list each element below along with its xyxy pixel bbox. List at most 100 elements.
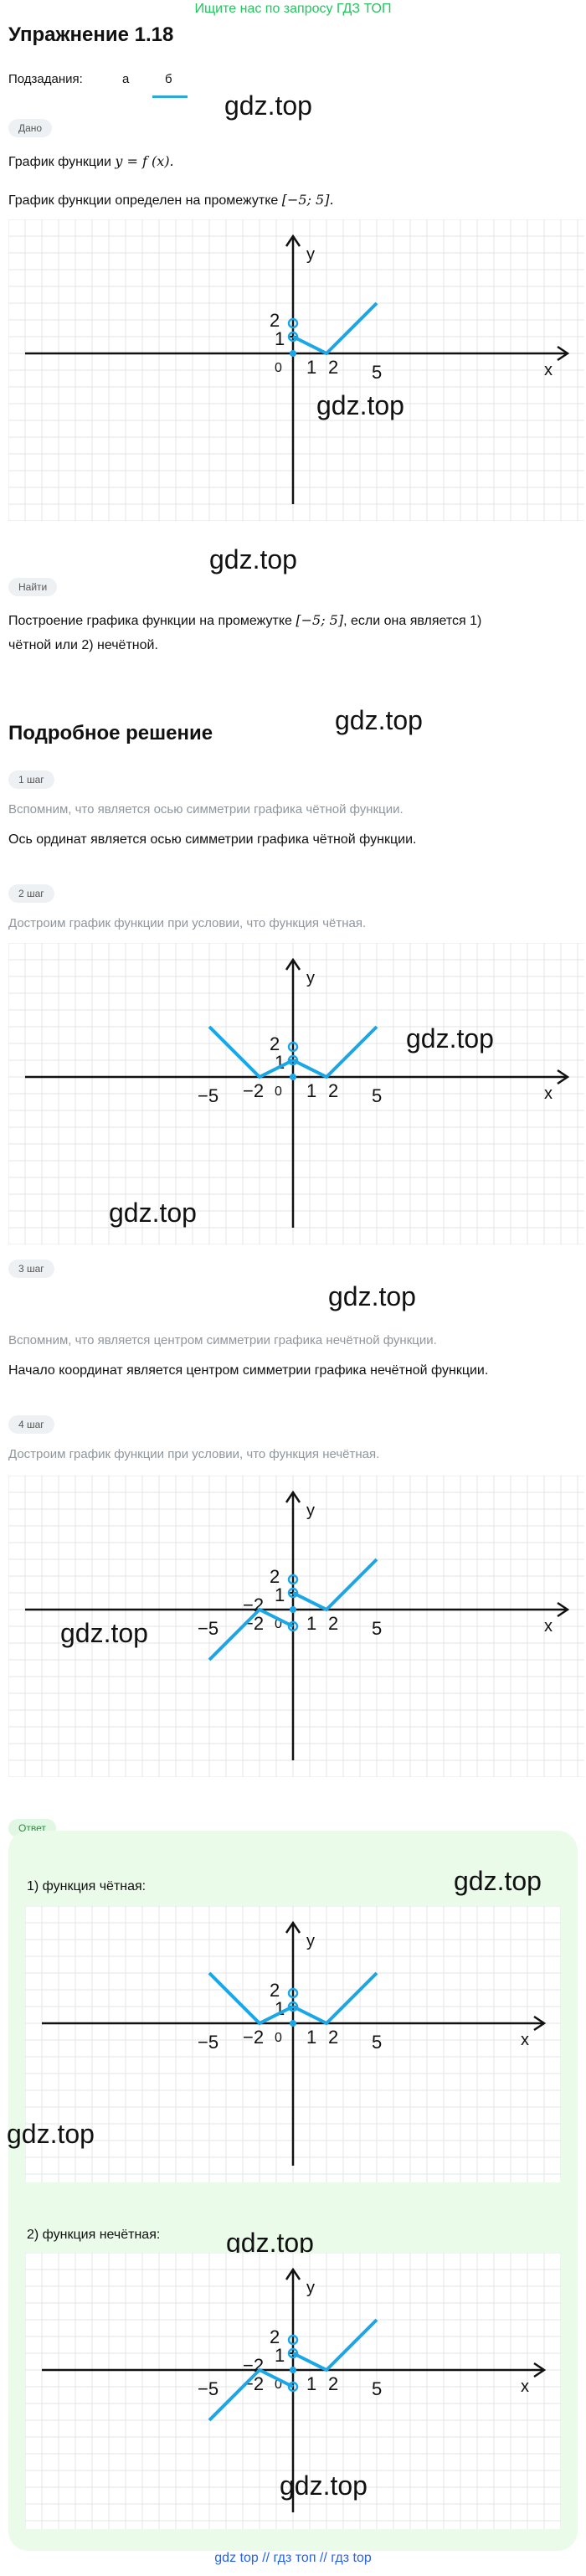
watermark: gdz.top [60, 1618, 148, 1648]
find-line-1-text: Построение графика функции на промежутке [8, 614, 296, 628]
given-line-1-text: График функции [8, 155, 116, 169]
x-axis-label: x [544, 361, 553, 379]
graph-curve [208, 1025, 294, 1079]
y-axis-label: y [306, 969, 315, 987]
origin-label: 0 [275, 361, 282, 375]
y-tick-label: −2 [243, 2355, 264, 2376]
given-line-2-math: [−5; 5]. [281, 192, 334, 208]
y-tick-label: 2 [270, 1566, 280, 1587]
watermark: gdz.top [224, 90, 312, 121]
step-4-hint: Достроим график функции при условии, что… [8, 1447, 380, 1461]
active-tab-indicator [152, 95, 188, 98]
x-tick-label: 2 [328, 1613, 338, 1634]
x-tick-label: 1 [306, 2027, 316, 2048]
origin-label: 0 [275, 1617, 282, 1631]
y-tick-label: 2 [270, 1033, 280, 1054]
origin-label: 0 [275, 1084, 282, 1099]
x-tick-label: −2 [243, 2027, 264, 2048]
x-tick-label: 5 [372, 1618, 382, 1639]
graph-curve [208, 1607, 294, 1662]
watermark: gdz.top [406, 1023, 494, 1054]
graph-curve [208, 1971, 294, 2026]
y-axis-label: y [306, 1932, 315, 1950]
x-tick-label: −5 [198, 2032, 218, 2053]
y-axis-arrow [285, 1490, 301, 1503]
search-banner[interactable]: Ищите нас по запросу ГДЗ ТОП [194, 2, 392, 16]
y-tick-label: 1 [275, 2345, 285, 2366]
watermark: gdz.top [7, 2119, 95, 2149]
step-3-text: Начало координат является центром симмет… [8, 1363, 489, 1378]
x-tick-label: 2 [328, 2027, 338, 2048]
graph-curve [292, 301, 378, 356]
x-axis-arrow [557, 345, 570, 362]
x-tick-label: 2 [328, 2373, 338, 2394]
graph-point [287, 2347, 299, 2359]
watermark: gdz.top [109, 1198, 197, 1228]
footer-links[interactable]: gdz top // гдз топ // гдз top [214, 2551, 372, 2565]
graph-curve [208, 2367, 294, 2422]
x-axis-label: x [544, 1617, 553, 1636]
x-tick-label: 5 [372, 362, 382, 383]
graph-point [287, 1620, 299, 1632]
step-3-chip: 3 шаг [8, 1260, 54, 1278]
find-line-1: Построение графика функции на промежутке… [8, 610, 481, 632]
y-tick-label: 2 [270, 2326, 280, 2347]
find-line-1-suffix: , если она является 1) [343, 614, 482, 628]
given-line-2-text: График функции определен на промежутке [8, 193, 282, 208]
x-axis-label: x [521, 2378, 529, 2396]
graph-curve [292, 1558, 378, 1612]
x-axis-arrow [557, 1069, 570, 1085]
x-tick-label: 2 [328, 1080, 338, 1101]
graph-point [290, 2367, 296, 2373]
x-axis-arrow [533, 2015, 547, 2032]
x-tick-label: −5 [198, 2378, 218, 2399]
step-2-hint: Достроим график функции при условии, что… [8, 916, 367, 930]
x-axis-label: x [544, 1084, 553, 1103]
y-axis-arrow [285, 957, 301, 971]
watermark: gdz.top [316, 390, 404, 420]
x-tick-label: 2 [328, 357, 338, 378]
watermark: gdz.top [280, 2470, 368, 2501]
graph-point [290, 1074, 296, 1080]
find-chip: Найти [8, 578, 58, 596]
watermark: gdz.top [454, 1866, 542, 1896]
tab-b[interactable]: б [165, 72, 172, 86]
y-axis-label: y [306, 2279, 315, 2297]
y-tick-label: 2 [270, 310, 280, 331]
given-line-1-math: y = f (x). [115, 153, 174, 169]
x-tick-label: 1 [306, 2373, 316, 2394]
answer-part-2: 2) функция нечётная: [27, 2228, 161, 2242]
step-1-hint: Вспомним, что является осью симметрии гр… [8, 802, 404, 817]
y-tick-label: 1 [275, 328, 285, 349]
graph-point [287, 1054, 299, 1066]
watermark: gdz.top [335, 705, 423, 735]
x-tick-label: 5 [372, 2032, 382, 2053]
subtasks-label: Подзадания: [8, 72, 83, 86]
graph-point [287, 1587, 299, 1599]
graph-point [287, 2001, 299, 2012]
graph-curve [292, 1025, 378, 1079]
y-tick-label: −2 [243, 1595, 264, 1615]
origin-label: 0 [275, 2031, 282, 2045]
given-chip: Дано [8, 119, 53, 137]
graph-point [290, 1606, 296, 1613]
step-1-chip: 1 шаг [8, 770, 54, 789]
step-1-text: Ось ординат является осью симметрии граф… [8, 832, 417, 847]
find-line-1-math: [−5; 5] [296, 612, 344, 628]
tab-a[interactable]: а [122, 72, 130, 86]
watermark: gdz.top [209, 544, 297, 574]
solution-heading: Подробное решение [8, 722, 213, 744]
y-axis-label: y [306, 245, 315, 264]
y-axis-arrow [285, 234, 301, 247]
watermark: gdz.top [328, 1281, 416, 1311]
find-line-2: чётной или 2) нечётной. [8, 638, 158, 652]
x-tick-label: 1 [306, 1613, 316, 1634]
y-axis-arrow [285, 1920, 301, 1934]
given-line-2: График функции определен на промежутке [… [8, 189, 334, 212]
graph-point [287, 2334, 299, 2346]
x-tick-label: 5 [372, 2378, 382, 2399]
